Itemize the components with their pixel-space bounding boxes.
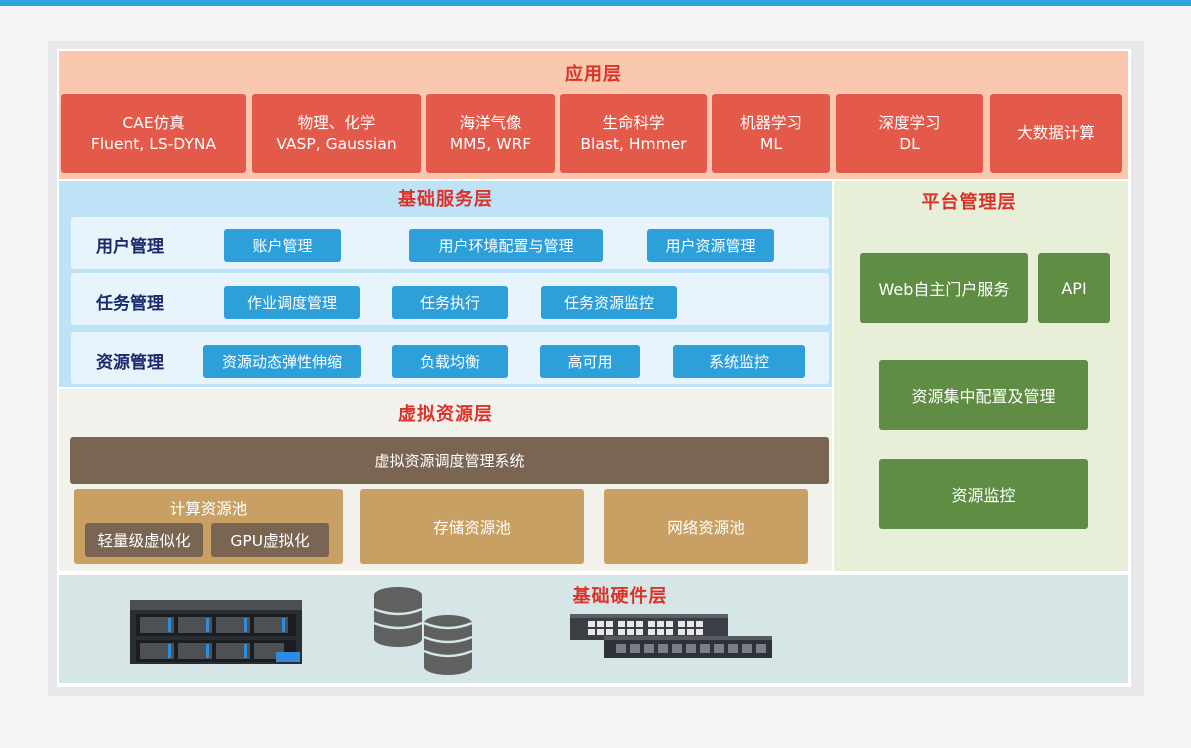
app-box-physics-chemistry: 物理、化学 VASP, Gaussian	[252, 94, 421, 173]
chip-task-resource-monitoring: 任务资源监控	[541, 286, 677, 319]
storage-resource-pool: 存储资源池	[360, 489, 584, 564]
virtual-resource-scheduler: 虚拟资源调度管理系统	[70, 437, 829, 484]
app-box-deep-learning: 深度学习 DL	[836, 94, 983, 173]
chip-user-resource-management: 用户资源管理	[647, 229, 774, 262]
gpu-virtualization: GPU虚拟化	[211, 523, 329, 557]
app-box-software: ML	[759, 134, 782, 153]
app-box-title: 生命科学	[602, 113, 665, 132]
chip-high-availability: 高可用	[540, 345, 640, 378]
chip-job-scheduling: 作业调度管理	[224, 286, 360, 319]
compute-pool-title: 计算资源池	[169, 500, 248, 518]
app-box-cae: CAE仿真 Fluent, LS-DYNA	[61, 94, 246, 173]
app-box-software: MM5, WRF	[449, 134, 532, 153]
app-box-title: 深度学习	[878, 113, 941, 132]
app-box-title: 物理、化学	[297, 113, 376, 132]
chip-user-env-config: 用户环境配置与管理	[409, 229, 603, 262]
row-label-task-management: 任务管理	[96, 293, 164, 314]
lightweight-virtualization: 轻量级虚似化	[85, 523, 203, 557]
app-box-title: 机器学习	[739, 113, 802, 132]
app-box-title: CAE仿真	[122, 113, 185, 132]
chip-elastic-scaling: 资源动态弹性伸缩	[203, 345, 361, 378]
server-rack-icon	[130, 600, 302, 664]
box-web-portal-service: Web自主门户服务	[860, 253, 1028, 323]
app-box-machine-learning: 机器学习 ML	[712, 94, 830, 173]
app-box-software: Blast, Hmmer	[580, 134, 687, 153]
network-resource-pool: 网络资源池	[604, 489, 808, 564]
platform-management-layer-title: 平台管理层	[921, 192, 1017, 213]
app-box-life-science: 生命科学 Blast, Hmmer	[560, 94, 707, 173]
box-resource-monitoring: 资源监控	[879, 459, 1088, 529]
chip-load-balancing: 负载均衡	[392, 345, 508, 378]
box-resource-central-config: 资源集中配置及管理	[879, 360, 1088, 430]
app-box-title: 大数据计算	[1017, 124, 1095, 142]
top-accent-bar	[0, 0, 1191, 6]
base-service-layer-title: 基础服务层	[398, 189, 493, 210]
app-box-software: DL	[899, 134, 920, 153]
app-box-software: Fluent, LS-DYNA	[90, 134, 217, 153]
database-stack-icon	[373, 587, 473, 675]
app-box-ocean-weather: 海洋气像 MM5, WRF	[426, 94, 555, 173]
row-label-user-management: 用户管理	[96, 236, 164, 257]
virtual-resource-layer-title: 虚拟资源层	[398, 404, 493, 425]
app-box-big-data: 大数据计算	[990, 94, 1122, 173]
box-api: API	[1038, 253, 1110, 323]
app-box-title: 海洋气像	[459, 113, 522, 132]
app-box-software: VASP, Gaussian	[276, 134, 397, 153]
row-label-resource-management: 资源管理	[96, 352, 164, 373]
network-switch-icon	[570, 614, 772, 658]
chip-system-monitoring: 系统监控	[673, 345, 805, 378]
chip-account-management: 账户管理	[224, 229, 341, 262]
chip-task-execution: 任务执行	[392, 286, 508, 319]
application-layer-title: 应用层	[565, 64, 622, 85]
hardware-layer-title: 基础硬件层	[572, 586, 668, 607]
